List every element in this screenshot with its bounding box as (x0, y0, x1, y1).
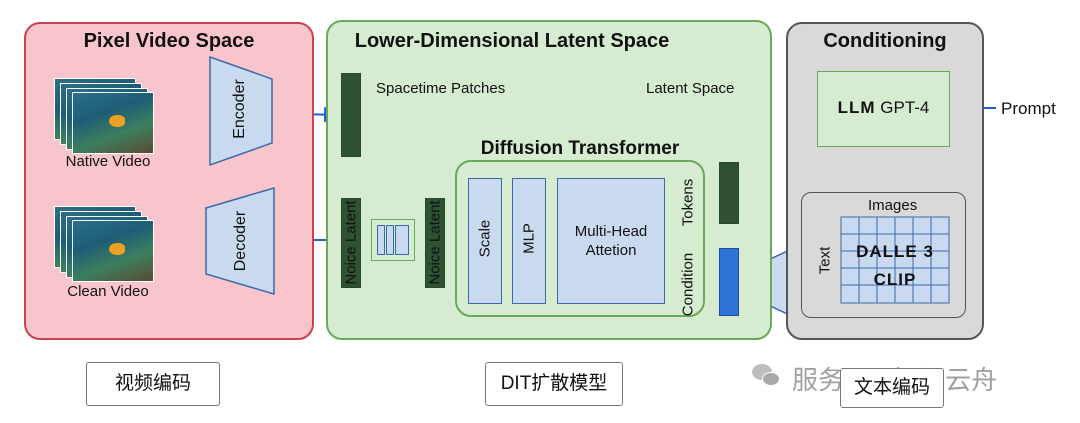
encoder-trapezoid (209, 55, 273, 167)
latent-token-group (371, 219, 415, 261)
attention-label-line2: Attetion (585, 242, 637, 259)
llm-box (817, 71, 950, 147)
caption-dit-model: DIT扩散模型 (485, 362, 623, 406)
latent-space-label: Latent Space (646, 80, 735, 97)
clean-video-stack (54, 206, 164, 286)
latent-panel-title: Lower-Dimensional Latent Space (354, 30, 670, 52)
noice-latent-label-right: Noice Latent (426, 200, 444, 285)
mlp-block (512, 178, 546, 304)
pixel-panel-title: Pixel Video Space (83, 30, 255, 52)
conditioning-title: Conditioning (823, 30, 947, 52)
dit-title: Diffusion Transformer (480, 138, 680, 159)
caption-video-codec: 视频编码 (86, 362, 220, 406)
spacetime-patches-label: Spacetime Patches (376, 80, 506, 97)
attention-block (557, 178, 665, 304)
decoder-label: Decoder (232, 210, 249, 272)
caption-text-codec: 文本编码 (840, 368, 944, 408)
tokens-bar (719, 162, 739, 224)
condition-label: Condition (679, 252, 697, 317)
embedding-grid (840, 216, 950, 304)
images-label: Images (868, 197, 918, 214)
clip-label: CLIP (873, 270, 917, 289)
prompt-label: Prompt (1001, 99, 1056, 118)
encoder-label: Encoder (231, 79, 248, 139)
clean-video-label: Clean Video (67, 283, 149, 300)
scale-block (468, 178, 502, 304)
llm-label: LLM GPT-4 (817, 98, 950, 118)
decoder-trapezoid (205, 186, 275, 296)
noice-latent-label-left: Noice Latent (342, 200, 360, 285)
llm-label-model: GPT-4 (875, 98, 930, 117)
llm-label-bold: LLM (837, 98, 876, 117)
noice-latent-bar-left (341, 198, 361, 288)
scale-label: Scale (476, 219, 494, 258)
dalle-label: DALLE 3 (856, 242, 934, 261)
native-video-stack (54, 78, 164, 158)
noice-latent-bar-right (425, 198, 445, 288)
fish-icon (109, 243, 125, 255)
condition-bar (719, 248, 739, 316)
spacetime-patches-bar (341, 73, 361, 157)
text-label: Text (816, 246, 834, 275)
wechat-icon (752, 364, 782, 388)
mlp-label: MLP (520, 223, 538, 254)
attention-label-line1: Multi-Head (574, 223, 648, 240)
fish-icon (109, 115, 125, 127)
tokens-label: Tokens (679, 178, 697, 227)
native-video-label: Native Video (65, 153, 151, 170)
attention-label: Multi-Head Attetion (557, 222, 665, 260)
